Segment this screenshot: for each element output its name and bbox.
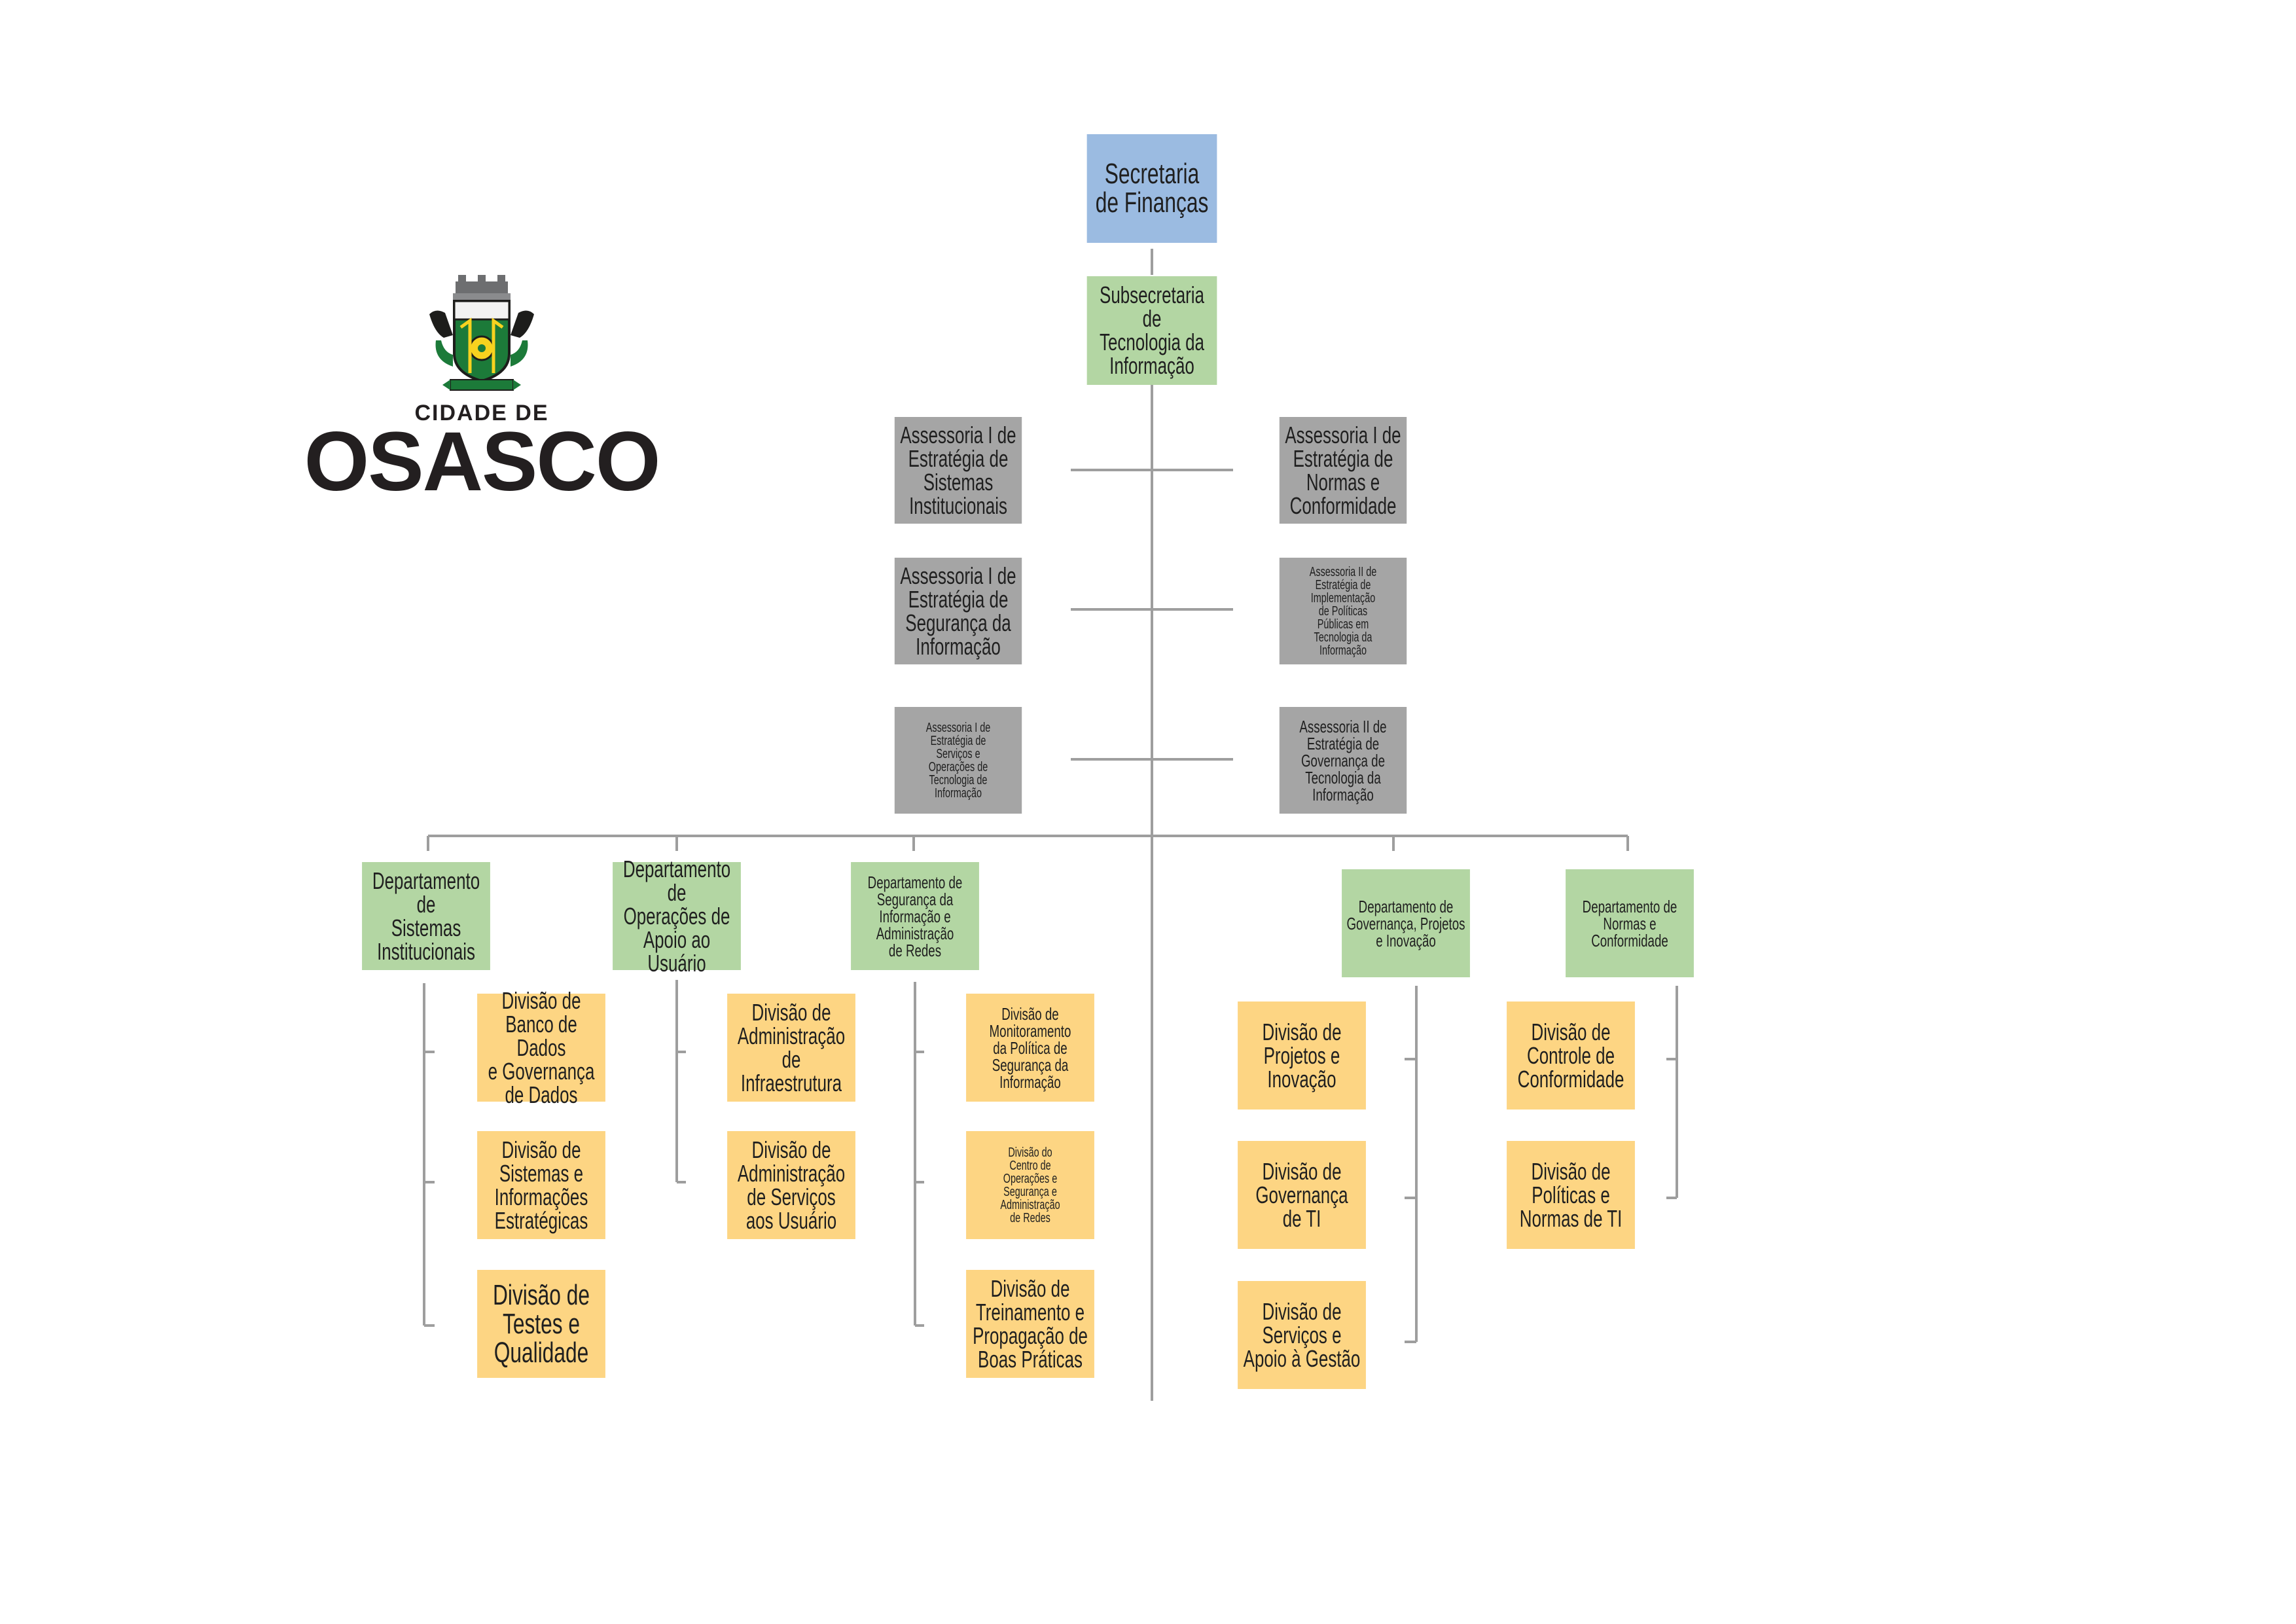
crest-motto-ribbon — [442, 379, 521, 391]
box-secretaria: Secretaria de Finanças — [1086, 134, 1217, 243]
box-departamento-seguranca: Departamento de Segurança da Informação … — [851, 862, 979, 970]
box-assessoria-left-3: Assessoria I de Estratégia de Serviços e… — [894, 707, 1022, 814]
crest-side-ornaments-icon — [429, 310, 534, 367]
box-divisao-infraestrutura: Divisão de Administração de Infraestrutu… — [727, 994, 855, 1102]
box-divisao-politicas-normas: Divisão de Políticas e Normas de TI — [1507, 1141, 1635, 1249]
box-divisao-centro-operacoes: Divisão do Centro de Operações e Seguran… — [966, 1131, 1094, 1239]
box-assessoria-left-1: Assessoria I de Estratégia de Sistemas I… — [894, 417, 1022, 524]
box-assessoria-right-3: Assessoria II de Estratégia de Governanç… — [1279, 707, 1407, 814]
box-departamento-sistemas: Departamento de Sistemas Institucionais — [362, 862, 490, 970]
box-divisao-banco-de-dados: Divisão de Banco de Dados e Governança d… — [477, 988, 605, 1106]
osasco-crest-logo — [429, 275, 534, 391]
box-assessoria-right-1: Assessoria I de Estratégia de Normas e C… — [1279, 417, 1407, 524]
box-divisao-governanca-ti: Divisão de Governança de TI — [1238, 1141, 1366, 1249]
box-divisao-servicos-apoio: Divisão de Serviços e Apoio à Gestão — [1238, 1281, 1366, 1389]
box-departamento-operacoes: Departamento de Operações de Apoio ao Us… — [613, 857, 741, 975]
box-divisao-sistemas-informacoes: Divisão de Sistemas e Informações Estrat… — [477, 1131, 605, 1239]
box-departamento-normas: Departamento de Normas e Conformidade — [1566, 869, 1694, 977]
box-divisao-treinamento: Divisão de Treinamento e Propagação de B… — [966, 1270, 1094, 1378]
box-departamento-governanca: Departamento de Governança, Projetos e I… — [1342, 869, 1470, 977]
logo-caption: CIDADE DE — [414, 401, 549, 425]
crest-shield-icon — [453, 300, 511, 383]
box-assessoria-right-2: Assessoria II de Estratégia de Implement… — [1279, 558, 1407, 664]
box-divisao-controle-conformidade: Divisão de Controle de Conformidade — [1507, 1001, 1635, 1110]
box-divisao-monitoramento: Divisão de Monitoramento da Política de … — [966, 994, 1094, 1102]
box-divisao-projetos-inovacao: Divisão de Projetos e Inovação — [1238, 1001, 1366, 1110]
box-divisao-testes-qualidade: Divisão de Testes e Qualidade — [477, 1270, 605, 1378]
box-assessoria-left-2: Assessoria I de Estratégia de Segurança … — [894, 558, 1022, 664]
logo-title: OSASCO — [304, 415, 661, 509]
crest-crown-icon — [453, 275, 511, 300]
box-divisao-servicos-usuario: Divisão de Administração de Serviços aos… — [727, 1131, 855, 1239]
box-subsecretaria: Subsecretaria de Tecnologia da Informaçã… — [1086, 276, 1217, 385]
